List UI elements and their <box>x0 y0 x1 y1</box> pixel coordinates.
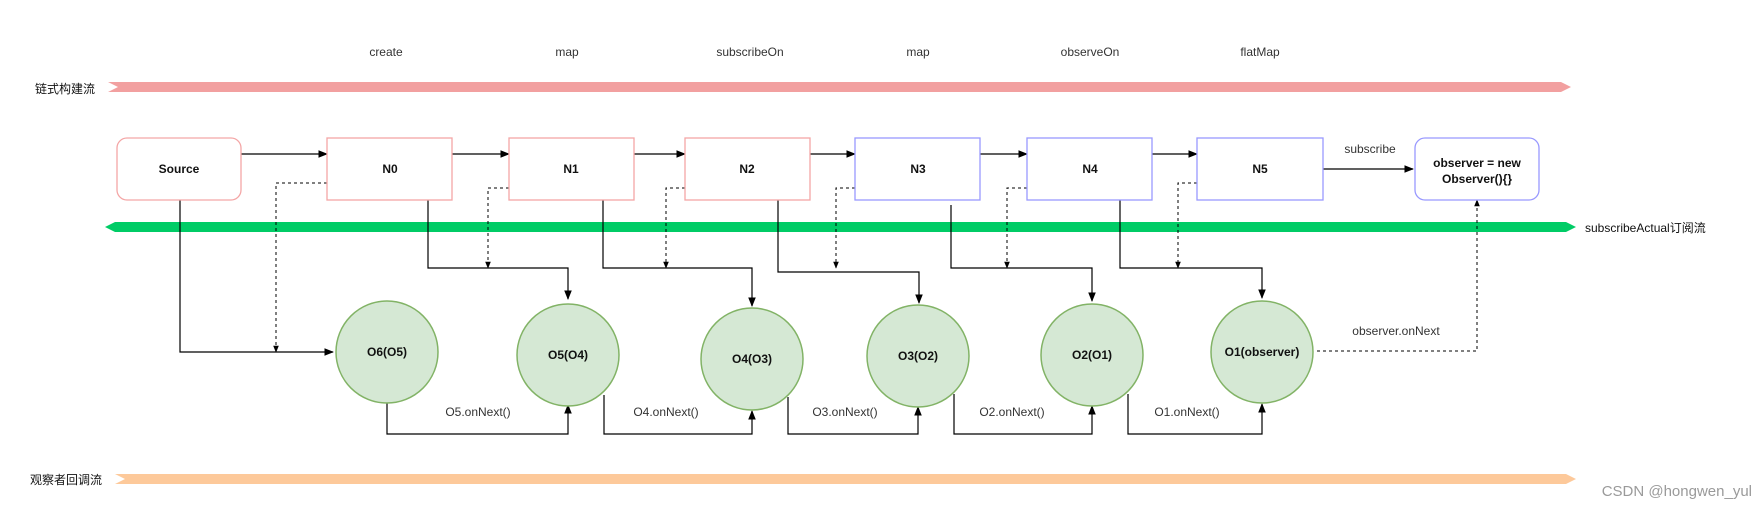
edge-source-o6 <box>179 200 334 356</box>
node-n1 <box>508 137 635 201</box>
chain-nodes <box>326 137 1324 201</box>
band-label-build: 链式构建流 <box>35 81 95 96</box>
callback-flow-band <box>115 474 1576 484</box>
node-n5-label: N5 <box>1252 162 1268 176</box>
subscribe-flow-band <box>105 222 1576 232</box>
edge-n1-o4 <box>602 200 756 307</box>
onnext-label-o5: O5.onNext() <box>445 405 510 419</box>
observer-o2 <box>1040 303 1144 407</box>
node-n4-label: N4 <box>1082 162 1098 176</box>
node-n3-label: N3 <box>910 162 926 176</box>
operator-label-subscribeon: subscribeOn <box>716 45 783 59</box>
observer-o1 <box>1210 300 1314 404</box>
observer-o6-label: O6(O5) <box>367 345 407 359</box>
node-n1-label: N1 <box>563 162 579 176</box>
operator-label-map-2: map <box>906 45 930 59</box>
dotted-edge-observer-onnext <box>1317 199 1480 352</box>
edge-o4-o3 <box>787 397 922 435</box>
onnext-label-o4: O4.onNext() <box>633 405 698 419</box>
dotted-subscribe-edges <box>273 182 1480 353</box>
onnext-label-o2: O2.onNext() <box>979 405 1044 419</box>
node-n2 <box>684 137 811 201</box>
band-label-callback: 观察者回调流 <box>30 473 102 487</box>
edge-o2-o1 <box>1127 394 1266 435</box>
node-to-observer-edges <box>179 200 1266 356</box>
dotted-edge-n5 <box>1175 182 1197 269</box>
edge-n0-o5 <box>427 200 572 300</box>
dotted-edge-n3 <box>833 187 855 269</box>
node-n5 <box>1196 137 1324 201</box>
observer-o4 <box>700 307 804 411</box>
dotted-edge-n2 <box>663 187 685 269</box>
subscribe-label: subscribe <box>1344 142 1396 156</box>
observer-node-line1: observer = new <box>1433 156 1521 170</box>
node-n4 <box>1026 137 1153 201</box>
observer-o5-label: O5(O4) <box>548 348 588 362</box>
onnext-edges <box>386 394 1266 435</box>
observer-o3-label: O3(O2) <box>898 349 938 363</box>
build-flow-band <box>108 82 1571 92</box>
observer-o1-label: O1(observer) <box>1225 345 1300 359</box>
observer-o6 <box>335 300 439 404</box>
operator-label-map: map <box>555 45 579 59</box>
node-n0-label: N0 <box>382 162 398 176</box>
observer-o3 <box>866 304 970 408</box>
operator-label-observeon: observeOn <box>1061 45 1120 59</box>
observer-circles <box>335 300 1314 411</box>
edge-o3-o2 <box>953 394 1096 435</box>
observer-o5 <box>516 303 620 407</box>
source-label: Source <box>159 162 200 176</box>
edge-n4-o1 <box>1119 200 1266 299</box>
observer-node-line2: Observer(){} <box>1442 172 1512 186</box>
observer-o2-label: O2(O1) <box>1072 348 1112 362</box>
band-label-subscribe: subscribeActual订阅流 <box>1585 221 1706 235</box>
operator-label-create: create <box>369 45 403 59</box>
observer-node <box>1414 137 1540 201</box>
node-n3 <box>854 137 981 201</box>
dotted-edge-n0 <box>273 182 327 353</box>
watermark: CSDN @hongwen_yul <box>1602 483 1752 500</box>
dotted-edge-n1 <box>485 187 509 269</box>
onnext-label-o3: O3.onNext() <box>812 405 877 419</box>
observer-o4-label: O4(O3) <box>732 352 772 366</box>
edge-n3-o2 <box>950 205 1096 302</box>
source-node <box>116 137 242 201</box>
operator-label-flatmap: flatMap <box>1240 45 1280 59</box>
dotted-edge-n4 <box>1004 187 1027 269</box>
chain-edges <box>241 150 1414 173</box>
edge-o6-o5 <box>386 402 572 435</box>
node-n2-label: N2 <box>739 162 755 176</box>
node-n0 <box>326 137 453 201</box>
edge-n2-o3 <box>777 200 923 304</box>
edge-o5-o4 <box>603 395 756 435</box>
onnext-label-o1: O1.onNext() <box>1154 405 1219 419</box>
observer-onnext-label: observer.onNext <box>1352 324 1440 338</box>
